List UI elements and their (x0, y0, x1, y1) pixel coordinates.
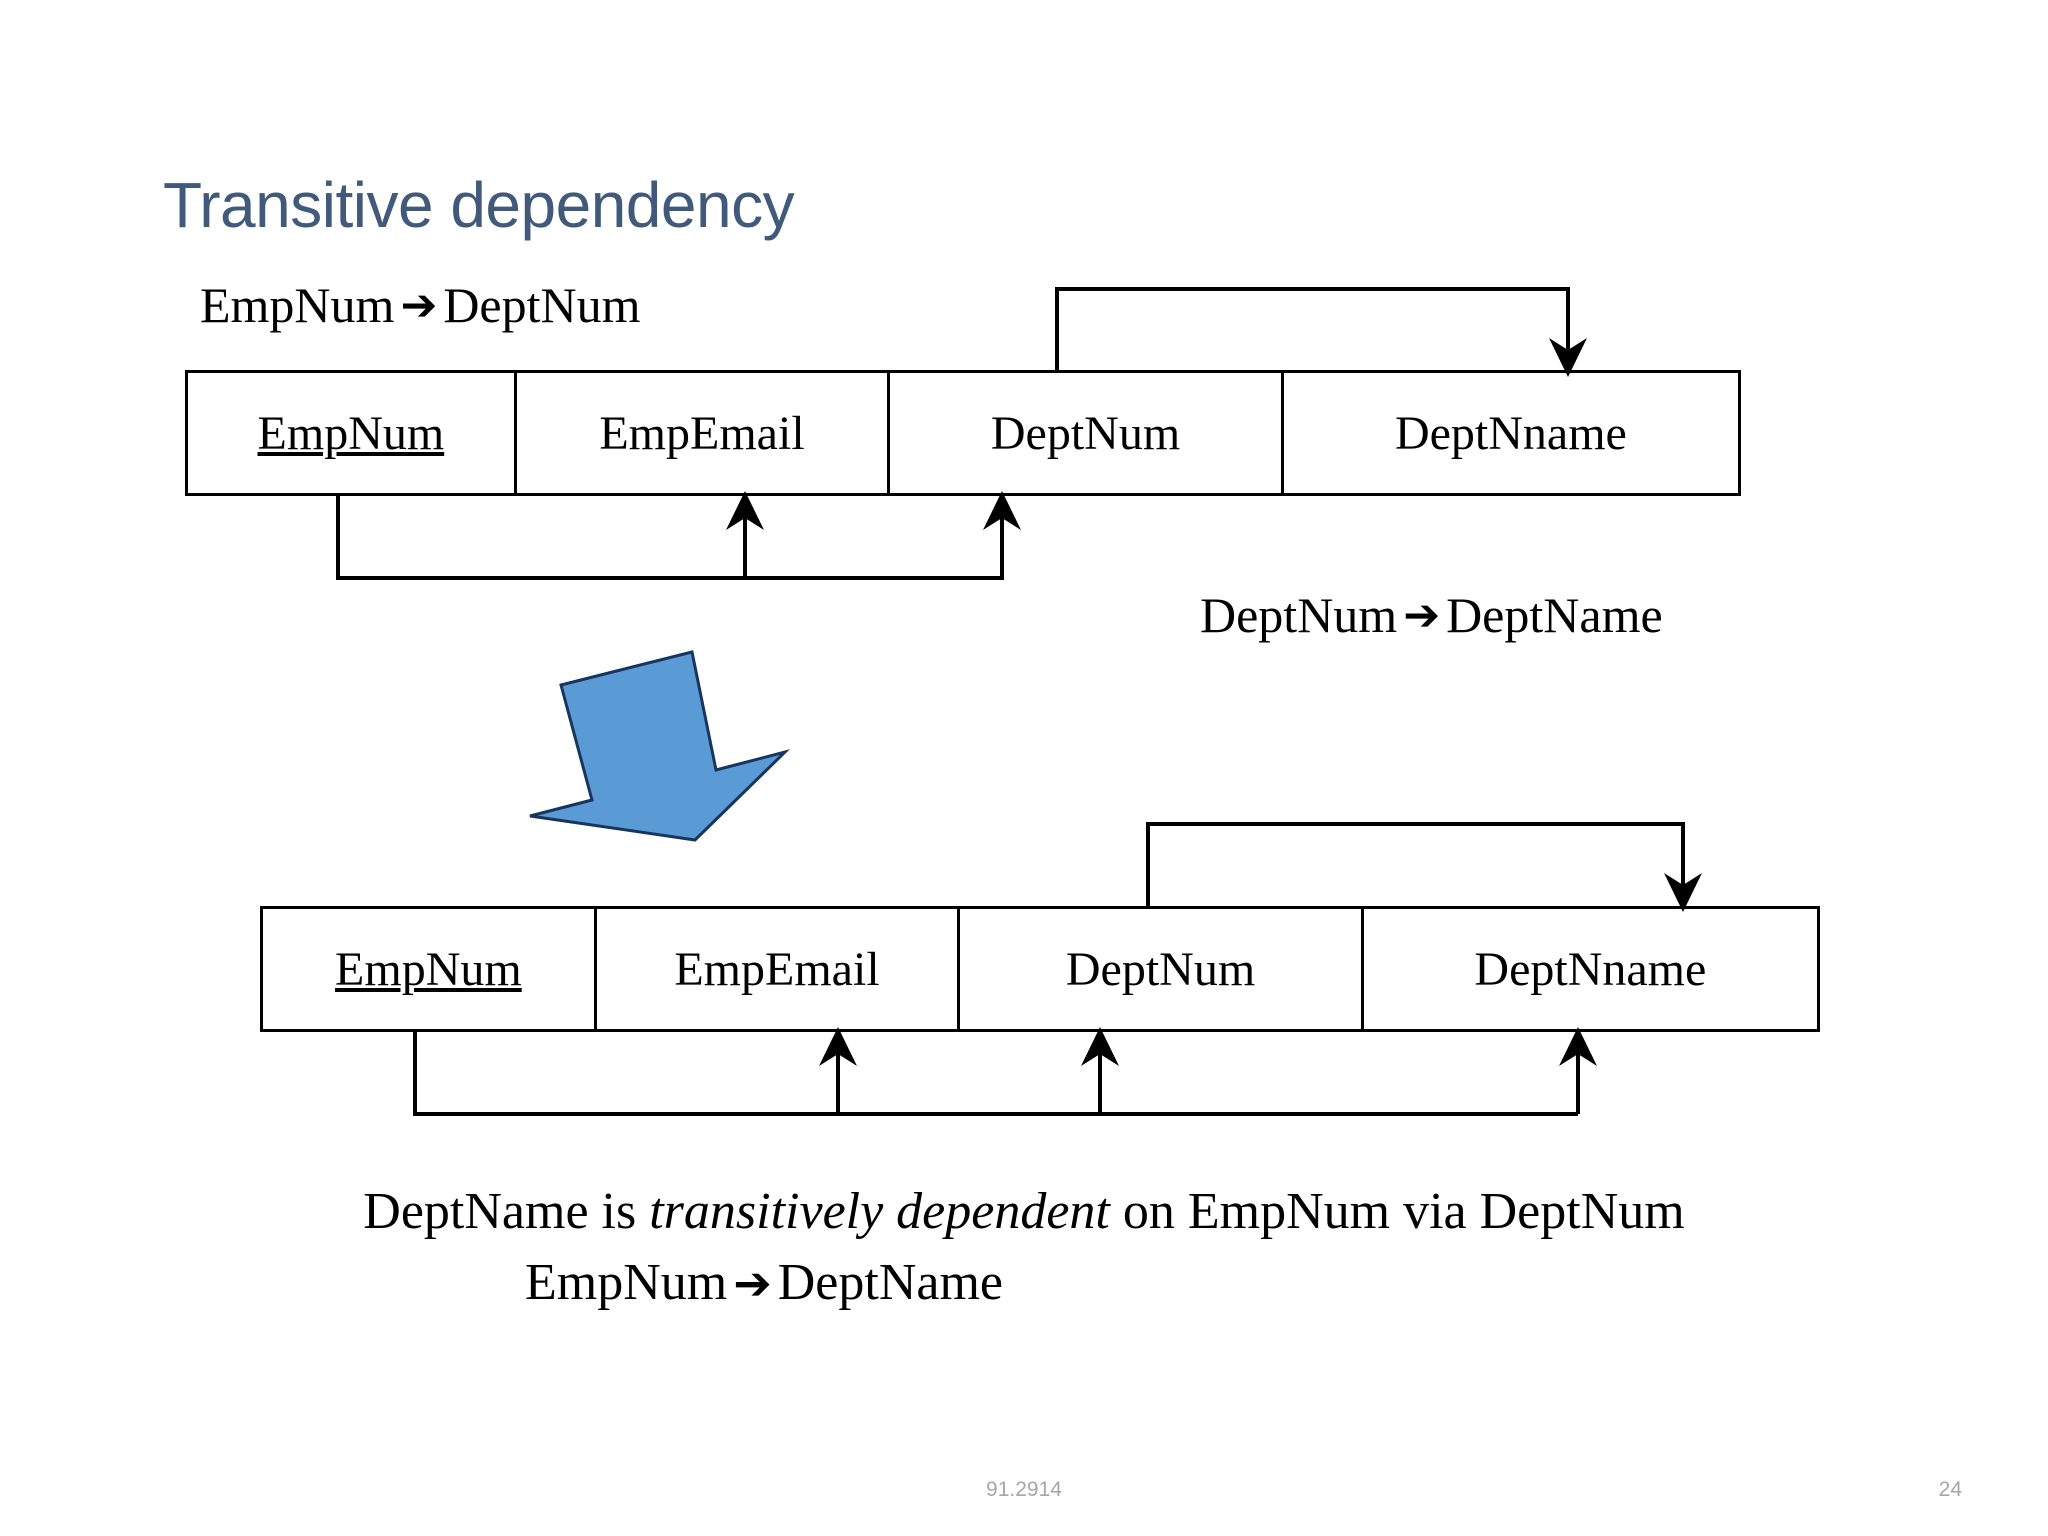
connector-deptnum-to-deptnname-top (1055, 287, 1570, 372)
table-cell-deptnum: DeptNum (890, 373, 1284, 493)
connector-empnum-to-empemail-top (336, 496, 747, 580)
caption-text-part2: on EmpNum via DeptNum (1109, 1183, 1685, 1240)
arrowhead-up-icon (819, 1027, 857, 1066)
column-name: DeptNname (1474, 942, 1707, 996)
caption-text-part1: DeptName is (363, 1183, 650, 1240)
column-name: EmpNum (257, 406, 445, 460)
fd-label-deptnum-deptname: DeptNum➔DeptName (1200, 586, 1663, 644)
caption-fd-right: DeptName (777, 1254, 1003, 1311)
table-cell-empemail: EmpEmail (517, 373, 891, 493)
column-name: DeptNum (990, 406, 1181, 460)
footer-course-code: 91.2914 (986, 1478, 1062, 1501)
caption-line-2: EmpNum➔DeptName (0, 1253, 2048, 1312)
fd-right-right: DeptName (1446, 587, 1663, 643)
down-block-arrow-icon (529, 650, 791, 842)
arrowhead-up-icon (1559, 1027, 1597, 1066)
relation-table-with-full-dependencies: EmpNum EmpEmail DeptNum DeptNname (260, 906, 1820, 1032)
column-name: EmpEmail (674, 942, 880, 996)
footer-page-number: 24 (1938, 1478, 1962, 1501)
fd-top-right: DeptNum (443, 277, 641, 333)
table-cell-empnum: EmpNum (263, 909, 597, 1029)
connector-empnum-to-deptnum-top (745, 508, 1004, 580)
page-title: Transitive dependency (163, 169, 795, 241)
table-cell-deptnum: DeptNum (960, 909, 1364, 1029)
fd-right-left: DeptNum (1200, 587, 1398, 643)
caption-line-1: DeptName is transitively dependent on Em… (0, 1182, 2048, 1241)
arrowhead-up-icon (1081, 1027, 1119, 1066)
caption-emphasis: transitively dependent (649, 1183, 1110, 1240)
fd-top-left: EmpNum (200, 277, 395, 333)
caption-fd-left: EmpNum (524, 1254, 728, 1311)
column-name: DeptNum (1065, 942, 1256, 996)
right-arrow-icon: ➔ (400, 280, 438, 331)
arrowhead-up-icon (983, 491, 1021, 530)
table-cell-empnum: EmpNum (188, 373, 517, 493)
column-name: DeptNname (1394, 406, 1627, 460)
column-name: EmpNum (335, 942, 522, 996)
fd-label-empnum-deptnum: EmpNum➔DeptNum (200, 276, 641, 334)
right-arrow-icon: ➔ (733, 1256, 772, 1310)
connector-deptnum-to-deptnname-bottom (1146, 822, 1685, 907)
relation-table-unnormalized: EmpNum EmpEmail DeptNum DeptNname (185, 370, 1741, 496)
right-arrow-icon: ➔ (1403, 590, 1441, 641)
table-cell-deptnname: DeptNname (1364, 909, 1817, 1029)
column-name: EmpEmail (599, 406, 805, 460)
caption-block: DeptName is transitively dependent on Em… (0, 1182, 2048, 1312)
table-cell-empemail: EmpEmail (597, 909, 961, 1029)
connector-empnum-trunk-bottom (413, 1032, 1578, 1116)
table-cell-deptnname: DeptNname (1284, 373, 1738, 493)
arrowhead-up-icon (726, 491, 764, 530)
